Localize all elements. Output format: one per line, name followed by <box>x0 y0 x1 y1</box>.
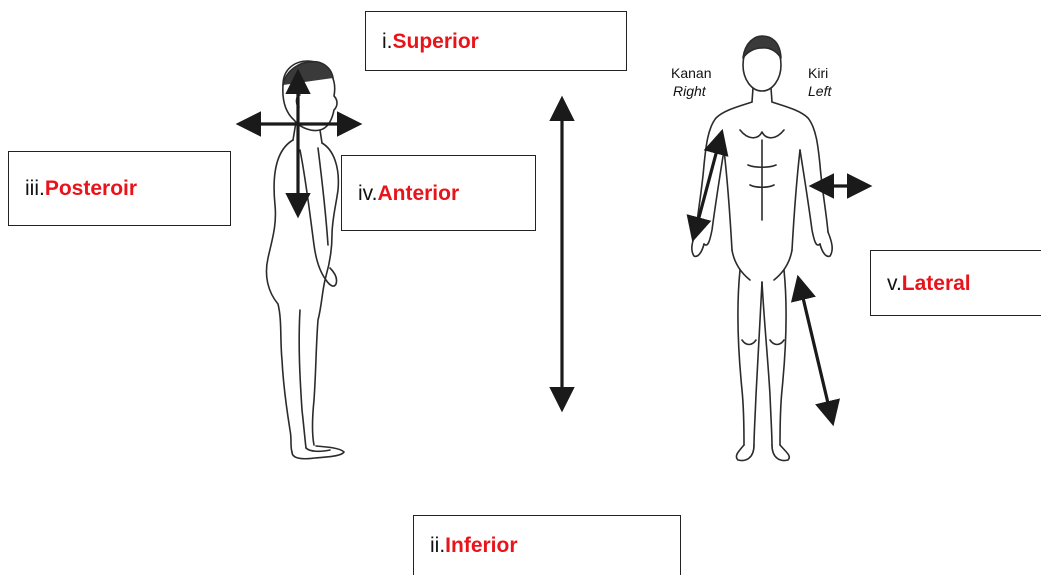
superior-term: Superior <box>393 31 479 52</box>
lateral-prefix: v. <box>887 273 902 294</box>
leg-arrow <box>799 281 832 420</box>
posterior-label-box: iii.Posteroir <box>8 151 231 226</box>
lateral-term: Lateral <box>902 273 971 294</box>
anterior-term: Anterior <box>377 183 459 204</box>
superior-prefix: i. <box>382 31 393 52</box>
left-english-label: Left <box>808 84 831 98</box>
lateral-label-box: v.Lateral <box>870 250 1041 316</box>
arm-arrow <box>694 135 721 236</box>
anterior-label-box: iv.Anterior <box>341 155 536 231</box>
direction-arrows <box>242 75 866 420</box>
anterior-prefix: iv. <box>358 183 377 204</box>
front-figure <box>692 36 832 460</box>
inferior-label-box: ii.Inferior <box>413 515 681 575</box>
posterior-term: Posteroir <box>45 178 137 199</box>
posterior-prefix: iii. <box>25 178 45 199</box>
inferior-term: Inferior <box>445 535 517 556</box>
right-english-label: Right <box>673 84 706 98</box>
right-malay-label: Kanan <box>671 66 711 80</box>
profile-figure <box>266 61 344 459</box>
superior-label-box: i.Superior <box>365 11 627 71</box>
inferior-prefix: ii. <box>430 535 445 556</box>
left-malay-label: Kiri <box>808 66 828 80</box>
